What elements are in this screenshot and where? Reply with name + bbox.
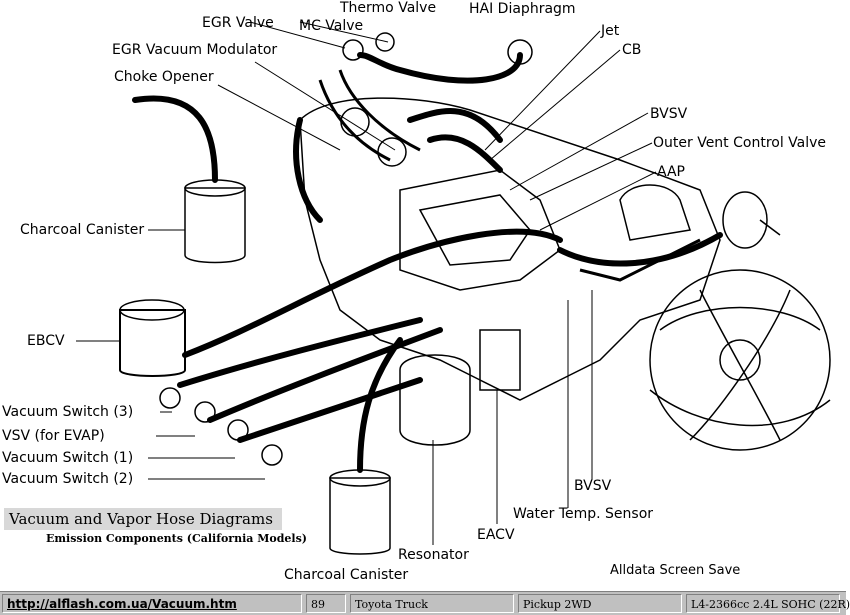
- status-url-cell: http://alflash.com.ua/Vacuum.htm: [2, 594, 302, 613]
- credit-text: Alldata Screen Save: [610, 563, 741, 578]
- label-aap: AAP: [657, 164, 685, 180]
- label-cb: CB: [622, 42, 642, 58]
- label-egr-valve: EGR Valve: [202, 15, 274, 31]
- label-hai-diaphragm: HAI Diaphragm: [469, 1, 576, 17]
- label-eacv: EACV: [477, 527, 515, 543]
- label-vacuum-switch-2: Vacuum Switch (2): [2, 471, 134, 487]
- label-bvsv-bottom: BVSV: [574, 478, 612, 494]
- label-choke-opener: Choke Opener: [114, 69, 214, 85]
- label-outer-vent-control-valve: Outer Vent Control Valve: [653, 135, 827, 151]
- source-url-link[interactable]: http://alflash.com.ua/Vacuum.htm: [7, 597, 237, 611]
- status-engine: L4-2366cc 2.4L SOHC (22R): [686, 594, 850, 613]
- status-make: Toyota Truck: [350, 594, 514, 613]
- label-resonator: Resonator: [398, 547, 469, 563]
- label-jet: Jet: [601, 23, 620, 39]
- label-charcoal-canister-left: Charcoal Canister: [20, 222, 145, 238]
- label-ebcv: EBCV: [27, 333, 65, 349]
- label-vsv-evap: VSV (for EVAP): [2, 428, 105, 444]
- page-title: Vacuum and Vapor Hose Diagrams: [4, 508, 282, 530]
- label-charcoal-canister-bottom: Charcoal Canister: [284, 567, 409, 583]
- label-egr-vacuum-modulator: EGR Vacuum Modulator: [112, 42, 278, 58]
- label-thermo-valve: Thermo Valve: [340, 0, 437, 16]
- engine-drawing: [76, 21, 831, 555]
- page-subtitle: Emission Components (California Models): [46, 532, 308, 545]
- label-bvsv-top: BVSV: [650, 106, 688, 122]
- label-mc-valve: MC Valve: [299, 18, 364, 34]
- label-water-temp-sensor: Water Temp. Sensor: [513, 506, 654, 522]
- status-bar: http://alflash.com.ua/Vacuum.htm 89 Toyo…: [0, 591, 850, 615]
- status-model: Pickup 2WD: [518, 594, 682, 613]
- label-vacuum-switch-1: Vacuum Switch (1): [2, 450, 134, 466]
- status-year: 89: [306, 594, 346, 613]
- label-vacuum-switch-3: Vacuum Switch (3): [2, 404, 134, 420]
